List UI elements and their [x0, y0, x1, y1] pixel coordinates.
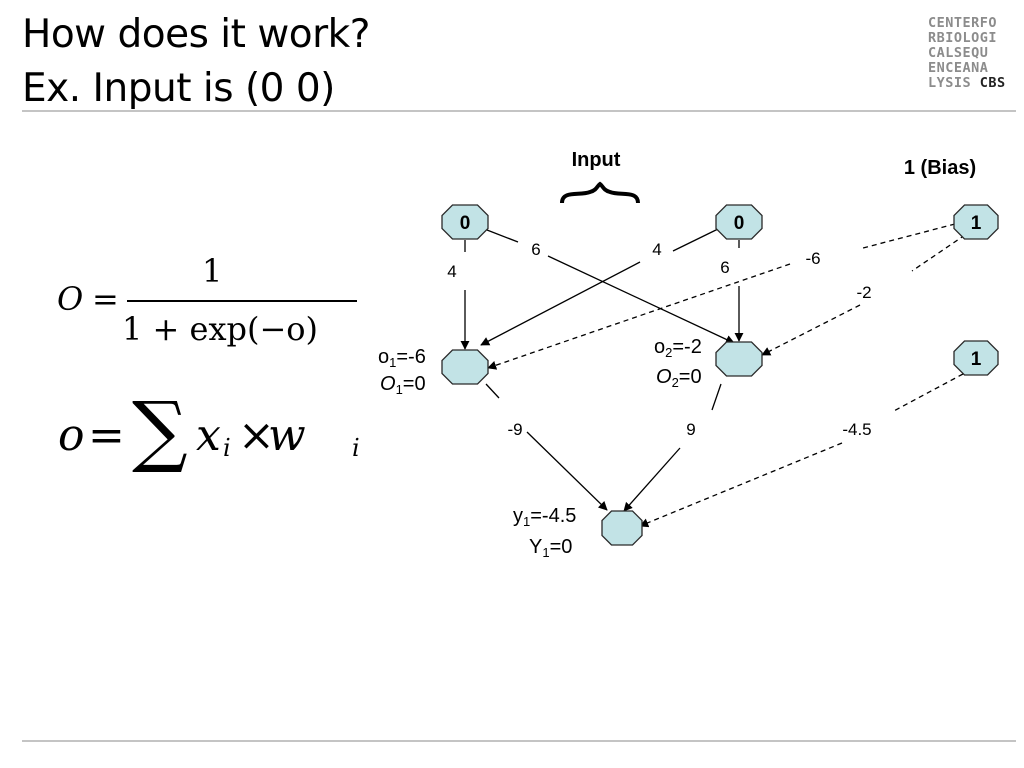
title-line-2: Ex. Input is (0 0)	[22, 66, 335, 111]
weight-bias-out: -4.5	[842, 420, 871, 439]
sigmoid-formula: O = 1 1 + exp(−o)	[52, 252, 357, 362]
hidden2-out-sub: 2	[672, 375, 679, 390]
hidden2-out-value: =0	[679, 366, 702, 388]
weight-h1-out: -9	[507, 420, 522, 439]
weight-bias-h2: -2	[856, 283, 871, 302]
logo-line-4: ENCEANA	[928, 60, 989, 76]
weight-in2-h1: 4	[652, 240, 661, 259]
header-divider	[22, 110, 1016, 112]
hidden1-out-label: O1=0	[380, 373, 426, 397]
sigma-symbol: ∑	[132, 386, 188, 476]
sum-equals: =	[88, 410, 125, 461]
hidden1-sum-label: o1=-6	[378, 346, 426, 370]
edge-bias-h1-a	[862, 223, 956, 249]
times-symbol: ×	[238, 410, 275, 461]
output-sum-value: =-4.5	[530, 505, 576, 527]
input-label: Input	[572, 149, 621, 171]
input-node-1: 0	[441, 204, 489, 240]
hidden-node-1	[441, 349, 489, 385]
hidden2-sum-value: =-2	[672, 336, 701, 358]
edge-in1-h2-b	[547, 255, 735, 344]
output-node	[601, 510, 643, 546]
edge-bias-out-a	[891, 373, 964, 413]
weight-in1-h2: 6	[531, 240, 540, 259]
hidden1-out-var: O	[380, 373, 396, 395]
footer-divider	[22, 740, 1016, 742]
hidden1-sum-sub: 1	[389, 355, 396, 370]
edge-h2-out-a	[711, 383, 722, 411]
edge-in1-h2-a	[486, 229, 519, 243]
logo-line-1: CENTERFO	[928, 15, 998, 31]
edge-bias-h2-b	[761, 304, 861, 356]
hidden1-sum-var: o	[378, 346, 389, 368]
node-shape	[441, 349, 489, 385]
hidden1-out-value: =0	[403, 373, 426, 395]
bias-label: 1 (Bias)	[904, 157, 976, 179]
slide-title: How does it work? Ex. Input is (0 0)	[22, 8, 370, 116]
weight-h2-out: 9	[686, 420, 695, 439]
edge-in2-h1-a	[672, 228, 719, 252]
sigmoid-equals: =	[92, 280, 119, 318]
input-node-2: 0	[715, 204, 763, 240]
output-out-label: Y1=0	[529, 536, 572, 560]
edge-bias-h2-a	[911, 234, 966, 272]
hidden2-sum-sub: 2	[665, 345, 672, 360]
node-value: 1	[971, 213, 982, 234]
node-value: 0	[734, 213, 745, 234]
weight-in2-h2: 6	[720, 258, 729, 277]
logo-line-3: CALSEQU	[928, 45, 989, 61]
hidden2-sum-label: o2=-2	[654, 336, 702, 360]
x-variable: x	[196, 410, 221, 461]
logo-cbs: CBS	[979, 75, 1006, 91]
sum-lhs: o	[58, 410, 85, 461]
hidden1-sum-value: =-6	[396, 346, 425, 368]
sigmoid-numerator: 1	[202, 252, 223, 290]
output-out-var: Y	[529, 536, 542, 558]
input-brace	[560, 181, 640, 204]
edge-h1-out-b	[526, 431, 608, 511]
node-value: 1	[971, 349, 982, 370]
output-sum-var: y	[513, 505, 523, 527]
weighted-sum-formula: o = ∑ x i × w i	[58, 386, 360, 480]
node-shape	[441, 204, 489, 240]
edge-bias-out-b	[639, 442, 843, 528]
weight-bias-h1: -6	[805, 249, 820, 268]
w-index: i	[352, 434, 360, 462]
edge-in2-h1-b	[480, 261, 641, 346]
node-shape	[601, 510, 643, 546]
logo-line-5: LYSIS CBS	[928, 76, 1006, 91]
hidden2-sum-var: o	[654, 336, 665, 358]
bias-node-2: 1	[953, 340, 999, 376]
cbs-logo: CENTERFO RBIOLOGI CALSEQU ENCEANA LYSIS …	[928, 16, 1006, 91]
hidden2-out-var: O	[656, 366, 672, 388]
edge-h1-out-a	[485, 383, 500, 399]
output-out-sub: 1	[542, 545, 549, 560]
sigmoid-lhs: O	[57, 280, 84, 318]
w-variable: w	[268, 410, 306, 461]
node-shape	[715, 341, 763, 377]
weight-in1-h1: 4	[447, 262, 456, 281]
output-out-value: =0	[550, 536, 573, 558]
title-line-1: How does it work?	[22, 12, 370, 57]
logo-line-2: RBIOLOGI	[928, 30, 998, 46]
hidden1-out-sub: 1	[396, 382, 403, 397]
node-shape	[715, 204, 763, 240]
output-sum-label: y1=-4.5	[513, 505, 576, 529]
edge-h2-out-b	[623, 447, 681, 512]
x-index: i	[223, 434, 231, 462]
logo-line-5-text: LYSIS	[928, 75, 972, 91]
hidden2-out-label: O2=0	[656, 366, 702, 390]
output-sum-sub: 1	[523, 514, 530, 529]
sigmoid-denominator: 1 + exp(−o)	[122, 310, 319, 348]
node-shape	[953, 204, 999, 240]
node-value: 0	[460, 213, 471, 234]
hidden-node-2	[715, 341, 763, 377]
node-shape	[953, 340, 999, 376]
fraction-bar	[127, 300, 357, 302]
bias-node-1: 1	[953, 204, 999, 240]
